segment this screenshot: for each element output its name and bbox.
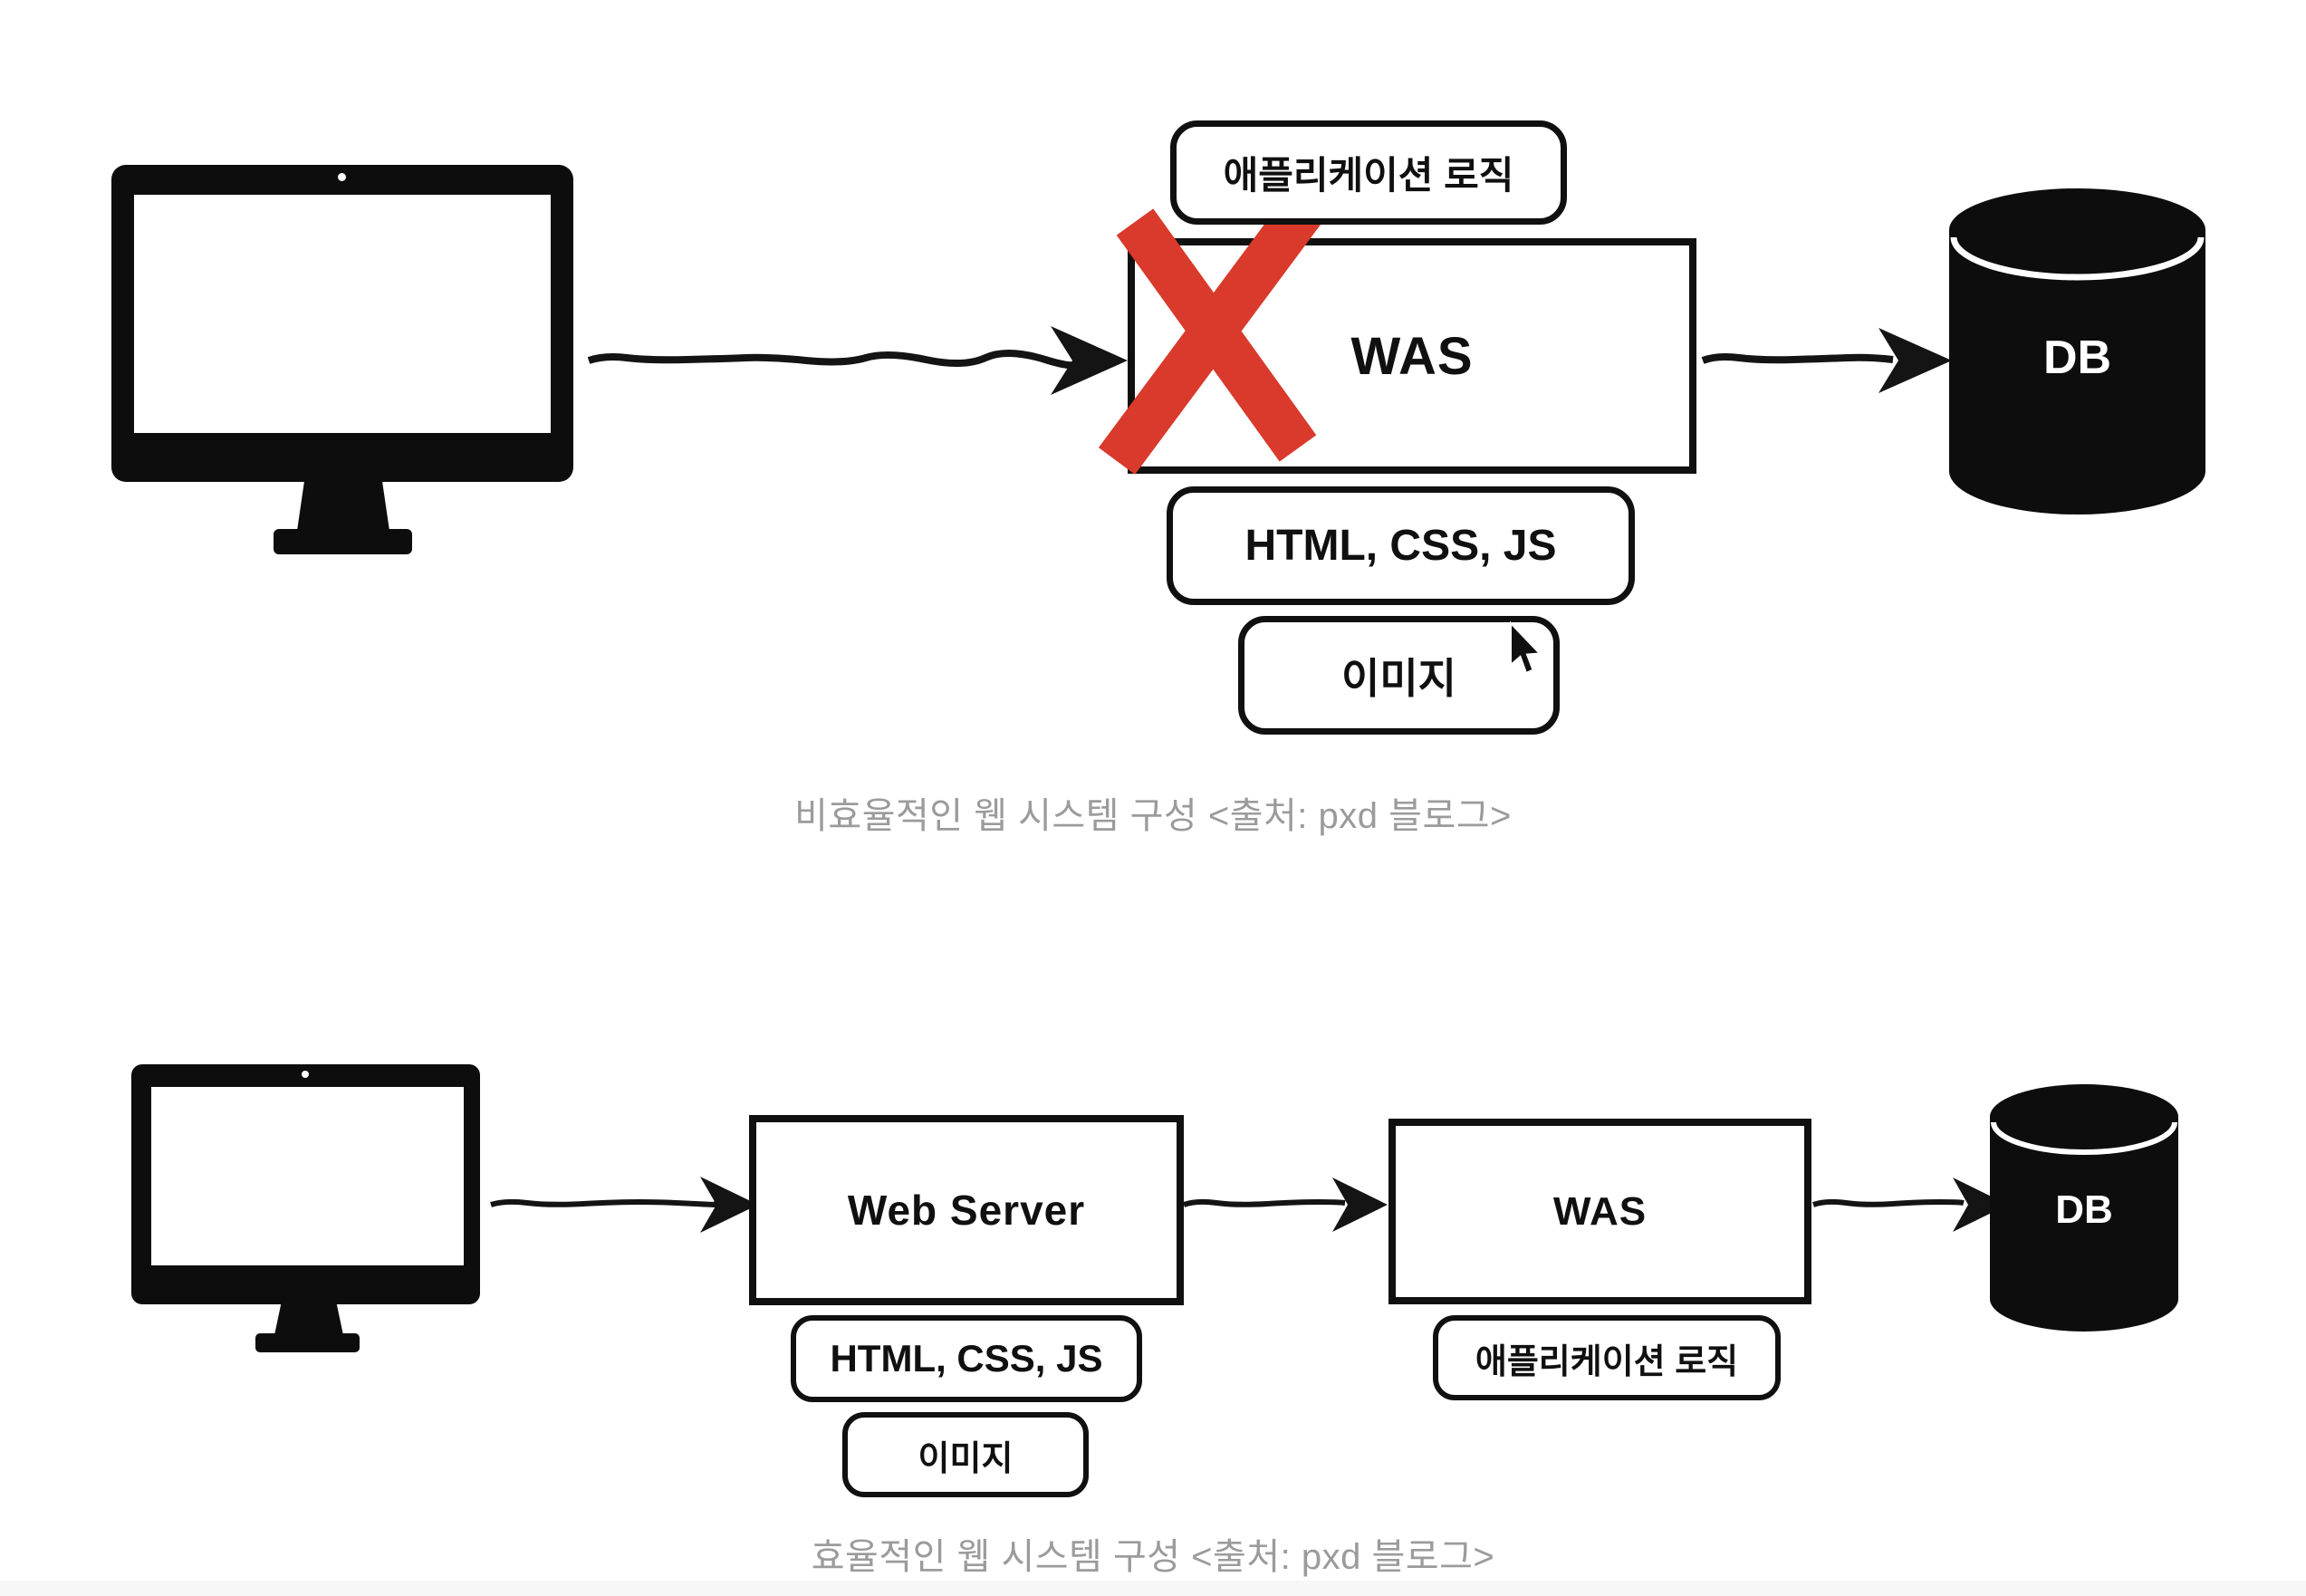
red-x-cross-icon <box>1098 197 1321 475</box>
arrow-client-to-webserver <box>490 1177 758 1233</box>
monitor-base <box>255 1333 360 1352</box>
app-logic-label: 애플리케이션 로직 <box>1223 154 1514 197</box>
was-box-label: WAS <box>1552 1188 1648 1234</box>
web-server-box: Web Server <box>749 1115 1184 1305</box>
arrow-was-to-db <box>1701 328 1952 393</box>
image-label: 이미지 <box>1341 654 1456 702</box>
arrow-client-to-was <box>587 326 1128 395</box>
image-pill-bottom: 이미지 <box>842 1412 1089 1497</box>
arrow-was-to-db-bottom <box>1811 1178 2008 1232</box>
monitor-frame <box>131 1064 480 1304</box>
caption-inefficient: 비효율적인 웹 시스템 구성 <출처: pxd 블로그> <box>794 796 1512 836</box>
was-box-label: WAS <box>1350 326 1474 386</box>
footer-strip <box>0 1581 2306 1596</box>
monitor-camera-dot <box>302 1071 309 1078</box>
mouse-cursor-icon <box>1510 620 1542 675</box>
db-cylinder-icon: DB <box>1949 188 2205 514</box>
monitor-frame <box>111 165 573 482</box>
assets-pill-top: HTML, CSS, JS <box>1167 486 1635 605</box>
monitor-screen <box>151 1087 464 1265</box>
caption-efficient: 효율적인 웹 시스템 구성 <출처: pxd 블로그> <box>811 1537 1495 1577</box>
app-logic-label: 애플리케이션 로직 <box>1475 1342 1739 1381</box>
was-box-bottom: WAS <box>1388 1119 1811 1304</box>
assets-label: HTML, CSS, JS <box>830 1337 1103 1380</box>
monitor-stand <box>274 1303 343 1335</box>
assets-pill-bottom: HTML, CSS, JS <box>791 1315 1142 1402</box>
image-pill-top: 이미지 <box>1238 616 1560 735</box>
db-cylinder-icon-bottom: DB <box>1990 1084 2178 1332</box>
image-label: 이미지 <box>918 1439 1014 1478</box>
web-server-label: Web Server <box>847 1187 1086 1234</box>
app-logic-pill-bottom: 애플리케이션 로직 <box>1433 1315 1781 1400</box>
db-label: DB <box>2043 332 2111 384</box>
monitor-camera-dot <box>338 173 346 181</box>
monitor-base <box>274 529 412 554</box>
monitor-stand <box>297 480 389 531</box>
app-logic-pill-top: 애플리케이션 로직 <box>1170 120 1567 225</box>
arrow-webserver-to-was <box>1182 1178 1388 1232</box>
monitor-screen <box>134 195 551 433</box>
assets-label: HTML, CSS, JS <box>1244 522 1557 570</box>
db-label: DB <box>2055 1187 2113 1232</box>
